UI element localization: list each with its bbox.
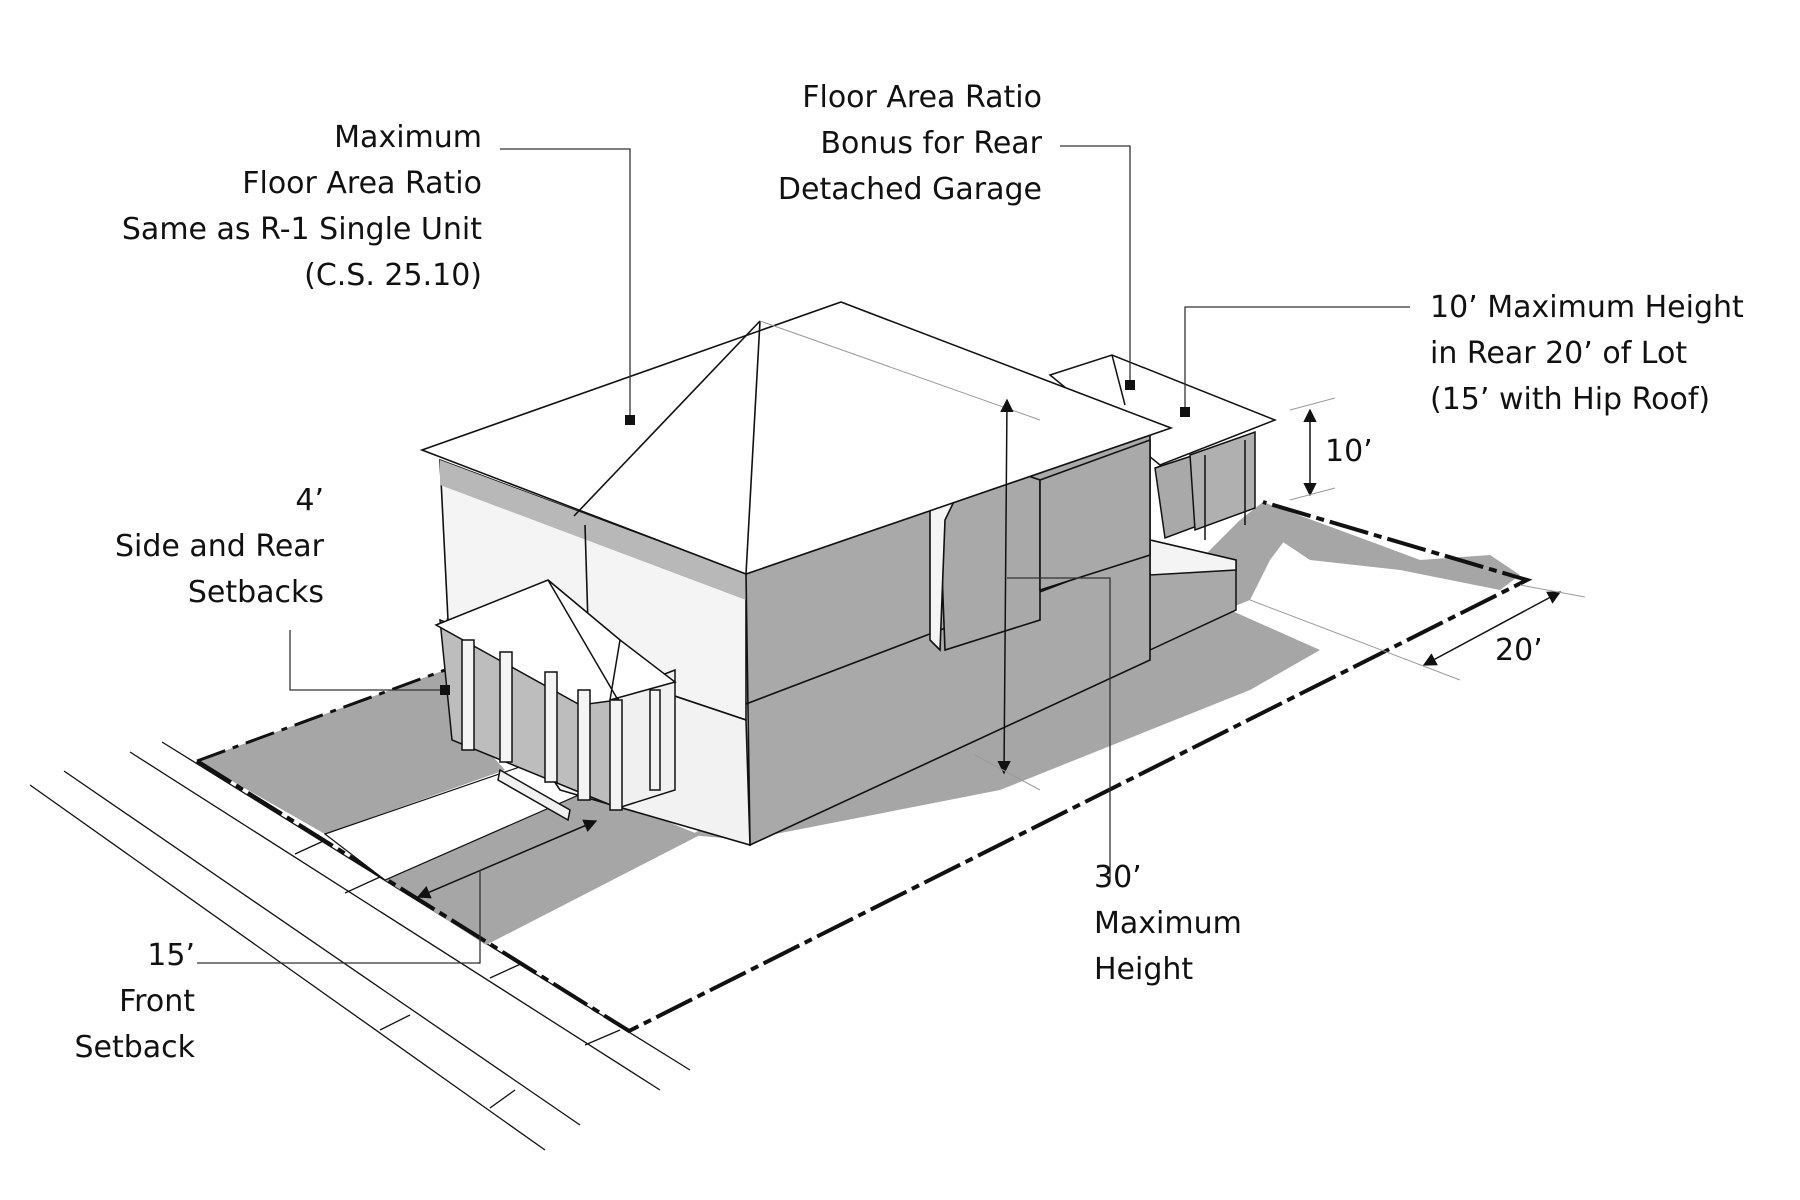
callout-max-height: 30’ Maximum Height	[1094, 860, 1242, 987]
leader-markers	[440, 380, 1190, 695]
callout-rear-height: 10’ Maximum Height in Rear 20’ of Lot (1…	[1430, 290, 1744, 417]
detached-garage	[1048, 354, 1278, 652]
front-porch	[434, 579, 677, 822]
main-hip-roof	[419, 301, 1174, 575]
dimension-garage-height: 10’	[1325, 434, 1373, 469]
callout-front-setback: 15’ Front Setback	[74, 938, 195, 1065]
callout-max-far: Maximum Floor Area Ratio Same as R-1 Sin…	[121, 120, 482, 293]
callout-side-rear-setbacks: 4’ Side and Rear Setbacks	[114, 483, 324, 610]
leader-lines	[197, 145, 1410, 964]
callout-far-bonus: Floor Area Ratio Bonus for Rear Detached…	[777, 80, 1042, 207]
dimension-lines	[416, 397, 1586, 899]
dimension-rear-zone-depth: 20’	[1495, 633, 1543, 668]
street-lines	[29, 741, 691, 1151]
lot-boundary	[195, 500, 1533, 1034]
